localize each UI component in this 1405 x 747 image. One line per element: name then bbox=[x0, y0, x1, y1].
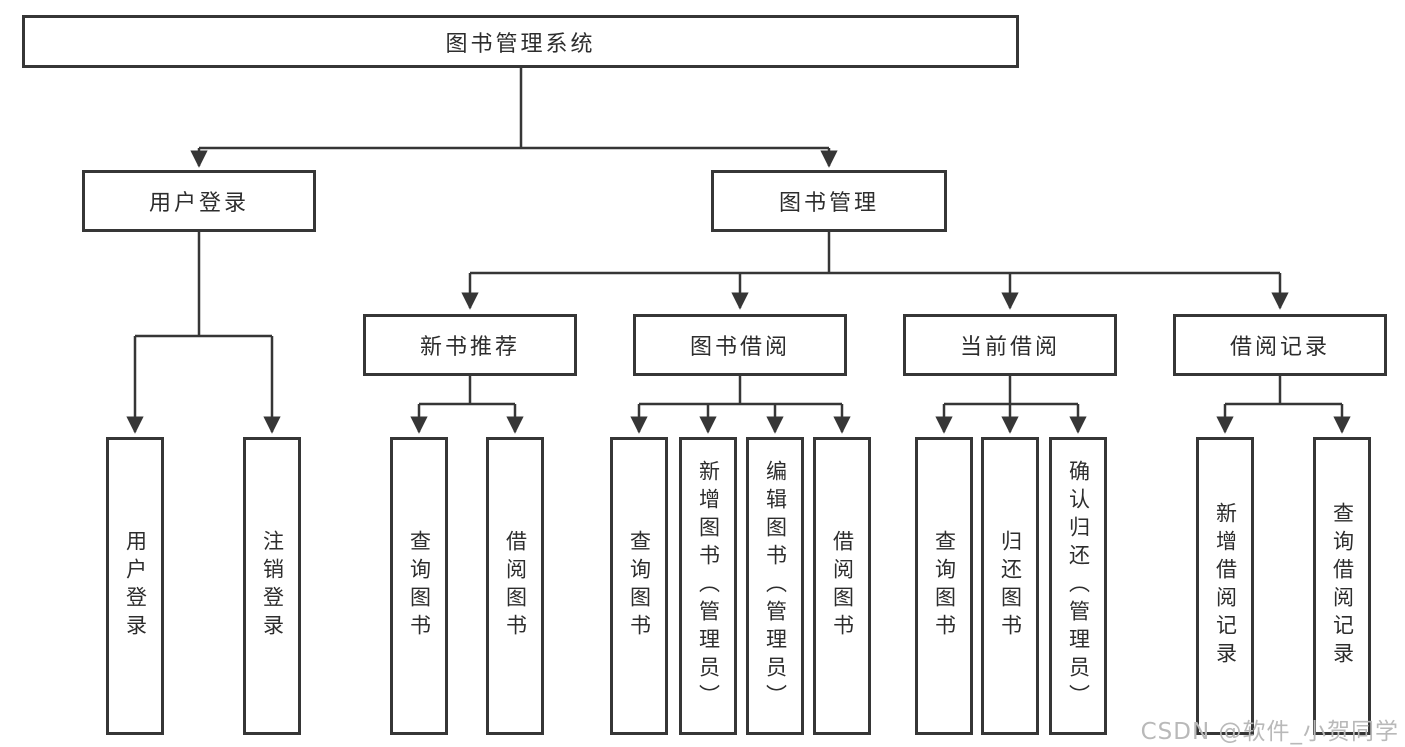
leaf-current-confirm-admin: 确认归还（管理员） bbox=[1049, 437, 1107, 735]
node-library-management-system: 图书管理系统 bbox=[22, 15, 1019, 68]
leaf-borrow-query: 查询图书 bbox=[610, 437, 668, 735]
node-new-book-recommend: 新书推荐 bbox=[363, 314, 577, 376]
leaf-record-add: 新增借阅记录 bbox=[1196, 437, 1254, 735]
leaf-logout: 注销登录 bbox=[243, 437, 301, 735]
leaf-current-query: 查询图书 bbox=[915, 437, 973, 735]
node-user-login: 用户登录 bbox=[82, 170, 316, 232]
leaf-borrow-add-admin: 新增图书（管理员） bbox=[679, 437, 737, 735]
leaf-user-login: 用户登录 bbox=[106, 437, 164, 735]
leaf-current-return: 归还图书 bbox=[981, 437, 1039, 735]
leaf-newbook-borrow: 借阅图书 bbox=[486, 437, 544, 735]
node-current-borrow: 当前借阅 bbox=[903, 314, 1117, 376]
node-book-borrow: 图书借阅 bbox=[633, 314, 847, 376]
node-borrow-records: 借阅记录 bbox=[1173, 314, 1387, 376]
csdn-watermark: CSDN @软件_小贺同学 bbox=[1140, 719, 1399, 745]
leaf-borrow-book: 借阅图书 bbox=[813, 437, 871, 735]
node-book-management: 图书管理 bbox=[711, 170, 947, 232]
leaf-newbook-query: 查询图书 bbox=[390, 437, 448, 735]
leaf-borrow-edit-admin: 编辑图书（管理员） bbox=[746, 437, 804, 735]
leaf-record-query: 查询借阅记录 bbox=[1313, 437, 1371, 735]
